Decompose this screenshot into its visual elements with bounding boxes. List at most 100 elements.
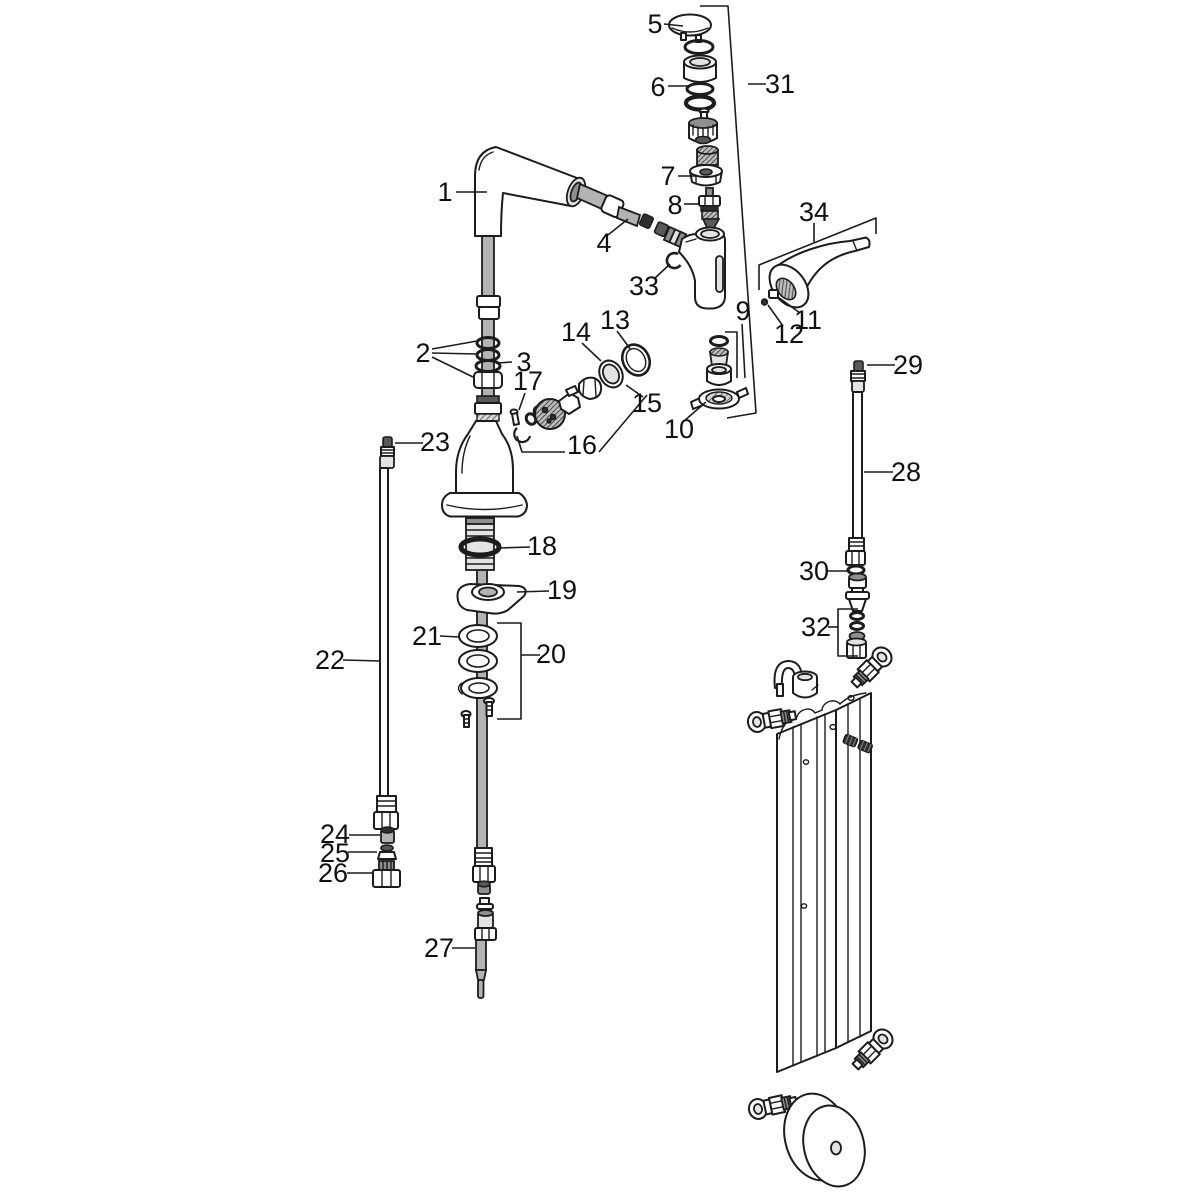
part-label-21: 21 [412, 621, 442, 651]
part-label-11: 11 [794, 305, 822, 335]
insert-cup [706, 363, 732, 386]
part-label-12: 12 [774, 319, 804, 349]
faucet-base-body [455, 420, 514, 494]
leader-18 [499, 546, 531, 549]
part-label-6: 6 [650, 72, 665, 102]
top-column-group [668, 13, 723, 235]
part-label-26: 26 [318, 858, 348, 888]
flanged-nipple [476, 897, 494, 910]
mount-assembly-group [745, 642, 898, 1188]
leader-lines [342, 5, 895, 949]
nozzle-25 [377, 844, 397, 860]
part-label-2: 2 [415, 338, 430, 368]
dome-nut [578, 376, 603, 400]
part-label-32: 32 [801, 612, 831, 642]
spout-group [474, 146, 670, 320]
leader-9 [741, 323, 746, 379]
leader-13 [616, 330, 632, 351]
mesh-insert [708, 347, 730, 367]
tab-washer-10 [690, 387, 749, 410]
hose-cap [477, 909, 494, 929]
threaded-shank [465, 517, 495, 571]
connector-32 [845, 572, 870, 659]
threaded-stud [842, 733, 873, 754]
part-label-27: 27 [424, 933, 454, 963]
o-ring [683, 94, 717, 112]
part-label-33: 33 [629, 271, 659, 301]
leader-2 [431, 340, 478, 378]
aerator-mesh [696, 145, 719, 166]
bracket-9 [725, 331, 738, 378]
leader-5 [663, 23, 684, 27]
part-label-10: 10 [664, 414, 694, 444]
cap-5 [668, 13, 712, 43]
leader-19 [516, 590, 550, 593]
hose-end-ribs [848, 537, 865, 552]
clamp-screw [460, 710, 472, 728]
o-ring [683, 39, 715, 55]
leader-11 [777, 296, 801, 314]
part-label-16: 16 [567, 430, 597, 460]
part-label-31: 31 [765, 69, 795, 99]
insert-ring [477, 880, 491, 895]
part-label-22: 22 [315, 645, 345, 675]
clamp-ring [457, 677, 498, 699]
part-label-7: 7 [660, 161, 675, 191]
faucet-body-group [441, 336, 528, 728]
check-valve-cartridge-8 [698, 187, 721, 235]
bracket-16 [516, 394, 648, 453]
part-label-23: 23 [420, 427, 450, 457]
part-label-15: 15 [632, 388, 662, 418]
right-hose-group [845, 360, 870, 659]
part-label-4: 4 [596, 228, 611, 258]
part-label-17: 17 [513, 366, 543, 396]
hose-end-nut [845, 550, 866, 566]
part-label-13: 13 [600, 305, 630, 335]
bracket-20 [497, 622, 522, 720]
aerator-housing [688, 117, 718, 145]
part-label-29: 29 [893, 350, 923, 380]
base-plate-19 [456, 583, 527, 615]
part-label-24: 24 [320, 819, 350, 849]
leader-10 [683, 401, 707, 422]
spray-head-body [678, 231, 726, 310]
center-hose-group [472, 847, 497, 999]
seal-ring-21 [458, 624, 498, 648]
part-label-18: 18 [527, 531, 557, 561]
part-label-5: 5 [647, 9, 662, 39]
adapter-nut-26 [372, 860, 401, 888]
cap-nut-7 [689, 164, 723, 187]
part-label-9: 9 [735, 296, 750, 326]
base-skirt [441, 492, 528, 518]
hose-rib-section [474, 847, 493, 867]
insert-24 [380, 826, 395, 844]
leader-15 [625, 384, 644, 398]
bracket-32 [837, 608, 858, 657]
o-ring [709, 335, 729, 347]
hose-coupling-pieces [638, 213, 670, 238]
part-label-14: 14 [561, 317, 591, 347]
part-label-30: 30 [799, 556, 829, 586]
hose-union-nut [474, 927, 497, 941]
handle-group [758, 217, 877, 309]
part-label-8: 8 [667, 190, 682, 220]
hose-end-nut [373, 811, 399, 830]
grooved-ring-14 [598, 359, 624, 389]
handle-plug-12 [760, 298, 769, 306]
handle-screw-11 [768, 289, 779, 299]
seal-ring-6 [685, 82, 715, 96]
hose-28 [852, 391, 863, 539]
part-label-25: 25 [320, 838, 350, 868]
spout-tube [474, 146, 578, 237]
leader-17 [518, 392, 526, 411]
part-label-1: 1 [437, 177, 452, 207]
hose-clip [792, 670, 819, 699]
split-nut [473, 371, 503, 389]
leader-22 [342, 659, 382, 662]
part-label-20: 20 [536, 639, 566, 669]
hose-22 [379, 467, 389, 797]
spray-head-group [662, 225, 726, 310]
